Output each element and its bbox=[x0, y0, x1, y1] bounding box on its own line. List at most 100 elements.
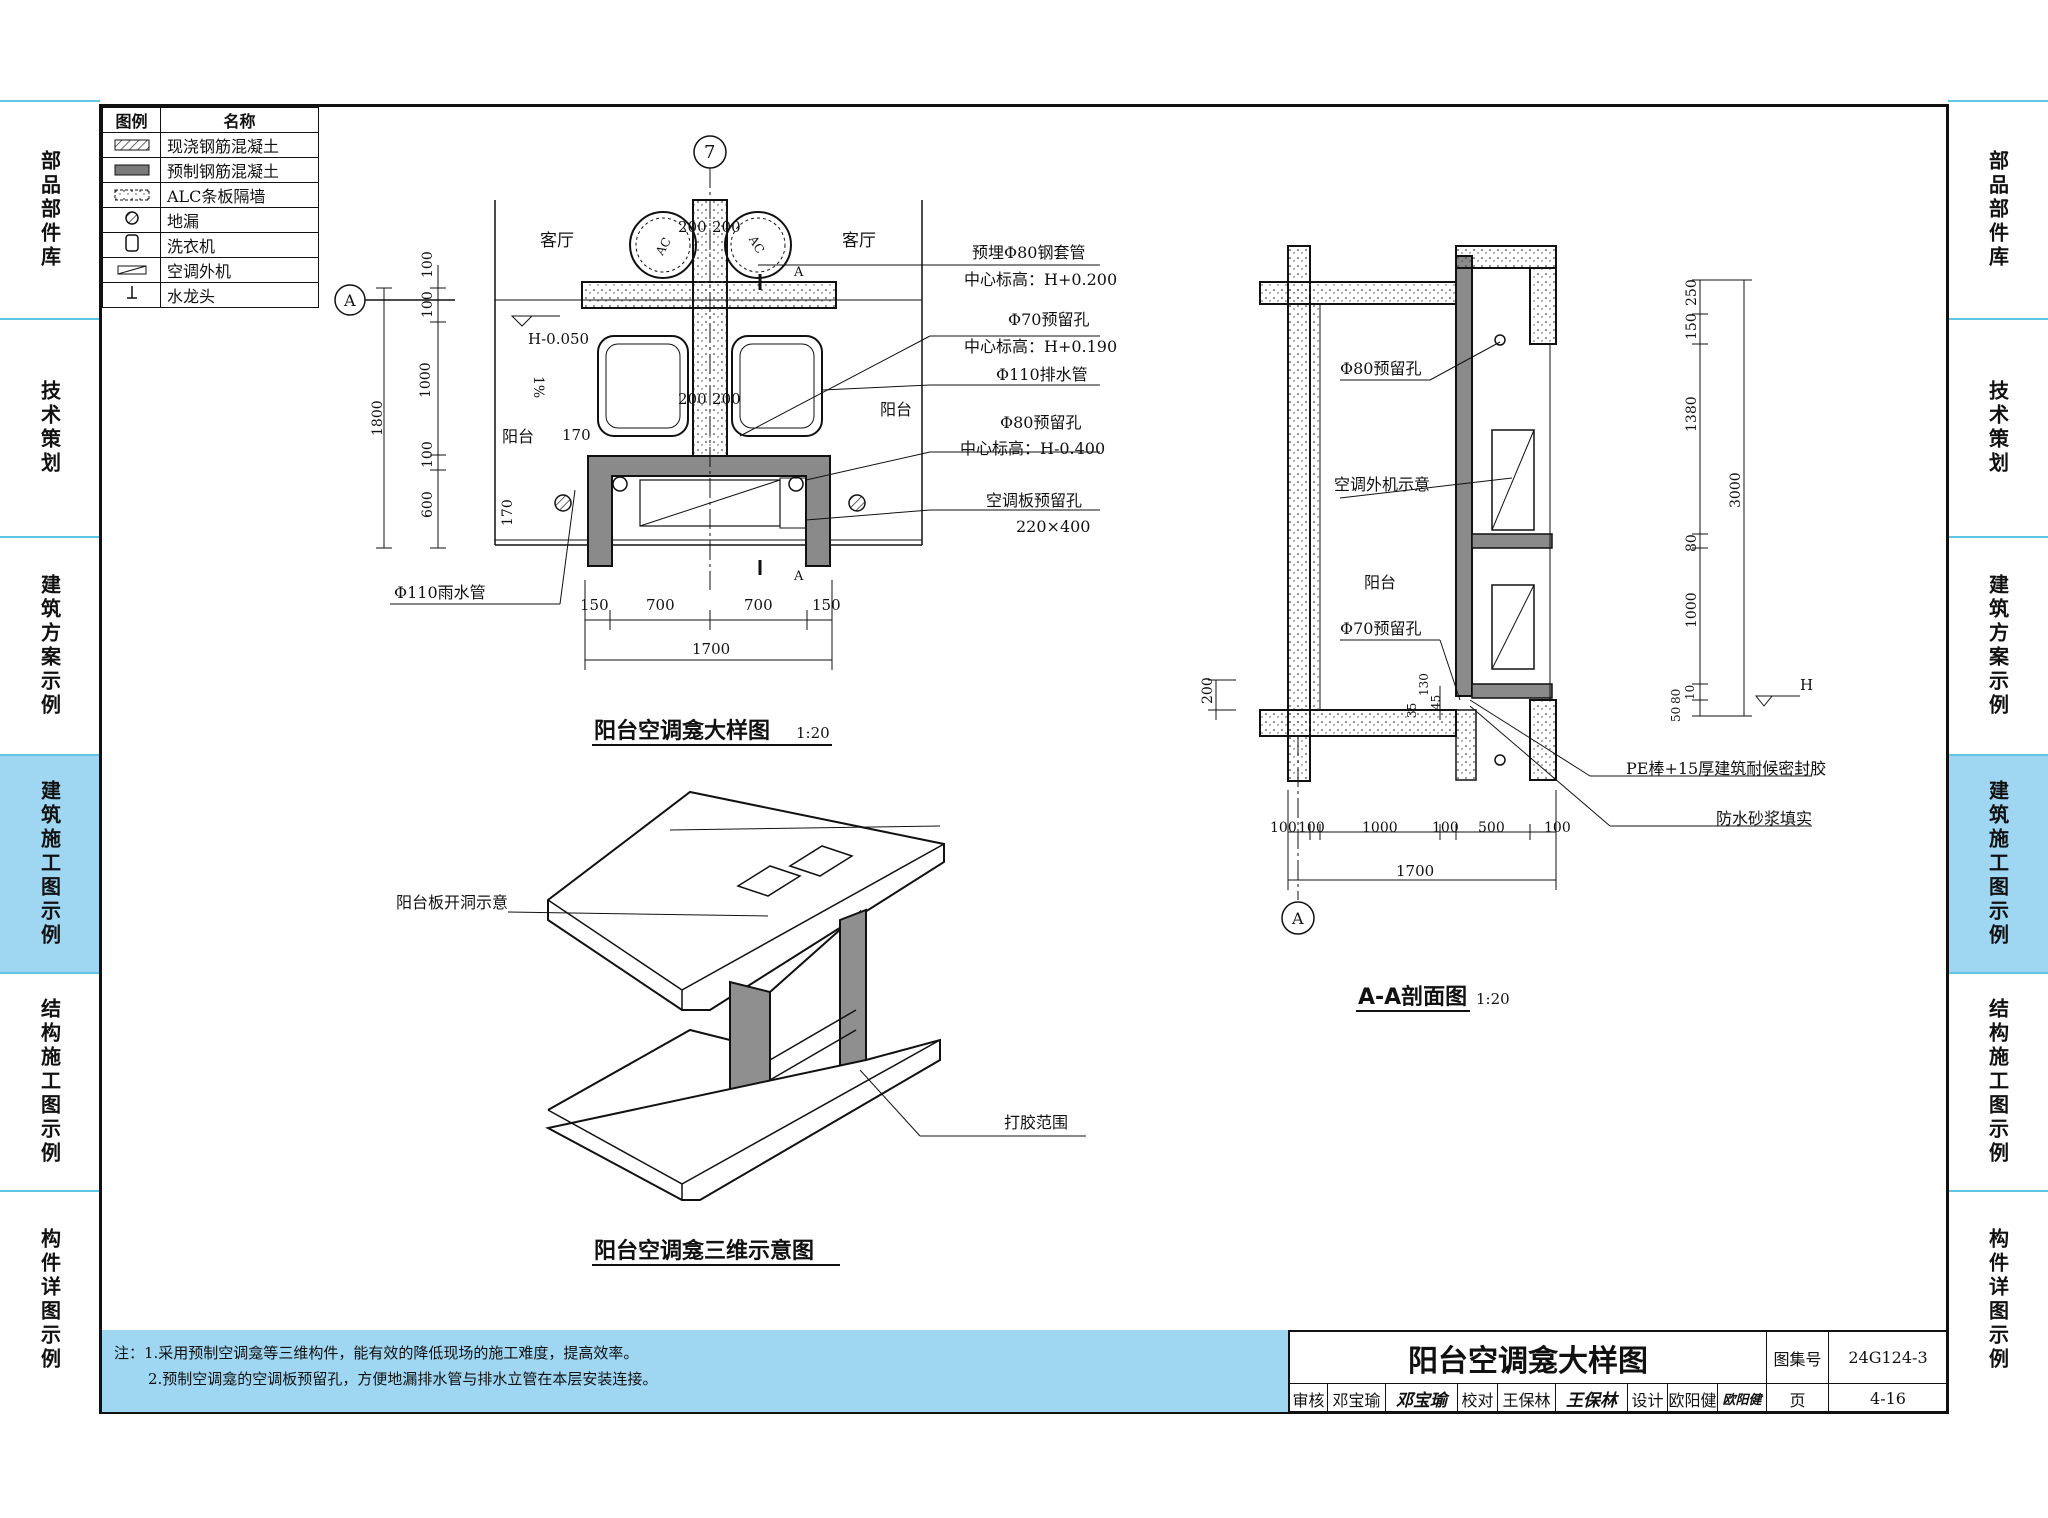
plan-balcony-left: 阳台 bbox=[502, 427, 534, 446]
plan-dim-mid-2: 200 bbox=[712, 390, 741, 408]
floor-drain-right-icon bbox=[848, 494, 866, 512]
plan-section-a-top: A bbox=[793, 265, 804, 280]
callout-3-line1: Φ110排水管 bbox=[996, 365, 1088, 384]
sidebar-tab-struct-construction-r[interactable]: 结构施工图示例 bbox=[1948, 972, 2048, 1190]
note-line-1: 注：1.采用预制空调龛等三维构件，能有效的降低现场的施工难度，提高效率。 bbox=[114, 1344, 639, 1362]
section-dim-right-3: 1380 bbox=[1684, 396, 1700, 432]
section-dim-bottom-5: 500 bbox=[1478, 820, 1505, 836]
plan-dim-left-1: 100 bbox=[420, 251, 436, 278]
section-dim-right-2: 150 bbox=[1684, 313, 1700, 340]
washing-machine-right-icon bbox=[731, 335, 823, 437]
plan-room-left: 客厅 bbox=[540, 231, 574, 251]
title-block-check-signature: 王保林 bbox=[1556, 1384, 1628, 1414]
washing-machine-icon bbox=[102, 232, 161, 258]
plan-dim-top-2: 200 bbox=[712, 218, 741, 236]
section-view: Φ80预留孔 空调外机示意 阳台 Φ70预留孔 PE棒+15厚建筑耐候密封胶 防… bbox=[1200, 245, 1826, 1012]
floor-drain-icon bbox=[102, 207, 161, 233]
plan-level-mark: H-0.050 bbox=[528, 330, 589, 348]
section-scale: 1:20 bbox=[1476, 990, 1510, 1008]
notes-panel: 注：1.采用预制空调龛等三维构件，能有效的降低现场的施工难度，提高效率。 2.预… bbox=[102, 1330, 1288, 1412]
section-label-mortar: 防水砂浆填实 bbox=[1716, 809, 1812, 828]
legend-item-label: 水龙头 bbox=[160, 282, 319, 308]
sidebar-tab-arch-scheme-r[interactable]: 建筑方案示例 bbox=[1948, 536, 2048, 754]
left-sidebar: 部品部件库 技术策划 建筑方案示例 建筑施工图示例 结构施工图示例 构件详图示例 bbox=[0, 100, 100, 1440]
plan-dim-top-1: 200 bbox=[678, 218, 707, 236]
section-title: A-A剖面图 bbox=[1358, 984, 1467, 1010]
section-dim-right-7: 80 bbox=[1669, 689, 1683, 704]
faucet-icon bbox=[102, 282, 161, 308]
legend-header-symbol: 图例 bbox=[102, 107, 161, 133]
hatch-cast-concrete-icon bbox=[102, 132, 161, 158]
title-block-design-label: 设计 bbox=[1628, 1384, 1668, 1414]
title-block-check-label: 校对 bbox=[1458, 1384, 1498, 1414]
axis-7-marker bbox=[693, 135, 727, 169]
section-dim-small-3: 45 bbox=[1429, 695, 1443, 710]
title-block-page-label: 页 bbox=[1767, 1384, 1829, 1414]
plan-dim-left-4: 100 bbox=[420, 441, 436, 468]
sidebar-tab-struct-construction[interactable]: 结构施工图示例 bbox=[0, 972, 100, 1190]
note-line-2: 2.预制空调龛的空调板预留孔，方便地漏排水管与排水立管在本层安装连接。 bbox=[148, 1370, 658, 1388]
sidebar-tab-arch-scheme[interactable]: 建筑方案示例 bbox=[0, 536, 100, 754]
sidebar-tab-parts-library-r[interactable]: 部品部件库 bbox=[1948, 100, 2048, 318]
legend-header-name: 名称 bbox=[160, 107, 319, 133]
section-dim-bottom-6: 100 bbox=[1544, 820, 1571, 836]
section-dim-right-8: 50 bbox=[1669, 707, 1683, 722]
plan-ac-left: AC bbox=[652, 235, 674, 258]
section-dim-right-5: 1000 bbox=[1684, 592, 1700, 628]
section-dim-bottom-2: 100 bbox=[1298, 820, 1325, 836]
section-dim-right-1: 250 bbox=[1684, 279, 1700, 306]
title-block-design-signature: 欧阳健 bbox=[1718, 1384, 1767, 1414]
sidebar-tab-arch-construction[interactable]: 建筑施工图示例 bbox=[0, 754, 100, 972]
ac-pipe-right-icon bbox=[724, 211, 792, 279]
title-block-review-label: 审核 bbox=[1290, 1384, 1328, 1414]
sidebar-tab-component-detail-r[interactable]: 构件详图示例 bbox=[1948, 1190, 2048, 1408]
section-dim-right-4: 80 bbox=[1684, 534, 1700, 552]
section-dim-small-2: 130 bbox=[1417, 673, 1431, 696]
ac-pipe-left-icon bbox=[629, 211, 697, 279]
title-block-page-no: 4-16 bbox=[1829, 1384, 1948, 1414]
legend-table: 图例 名称 现浇钢筋混凝土 预制钢筋混凝土 ALC条板隔墙 地漏 洗衣机 空调外… bbox=[102, 107, 319, 308]
section-dim-small-1: 35 bbox=[1405, 703, 1419, 718]
sidebar-tab-component-detail[interactable]: 构件详图示例 bbox=[0, 1190, 100, 1408]
section-dim-bottom-4: 100 bbox=[1432, 820, 1459, 836]
callout-5-line2: 220×400 bbox=[1016, 517, 1090, 536]
sidebar-tab-arch-construction-r[interactable]: 建筑施工图示例 bbox=[1948, 754, 2048, 972]
sidebar-tab-tech-planning[interactable]: 技术策划 bbox=[0, 318, 100, 536]
section-axis-a-marker bbox=[1281, 901, 1315, 935]
section-dim-right-total: 3000 bbox=[1728, 472, 1744, 508]
plan-dim-bottom-4: 150 bbox=[812, 596, 841, 614]
callout-4-line1: Φ80预留孔 bbox=[1000, 413, 1081, 432]
plan-dim-bottom-1: 150 bbox=[580, 596, 609, 614]
plan-dim-left-3: 1000 bbox=[418, 362, 434, 398]
sidebar-tab-parts-library[interactable]: 部品部件库 bbox=[0, 100, 100, 318]
plan-dim-left-total: 1800 bbox=[370, 400, 386, 436]
section-label-balcony: 阳台 bbox=[1364, 573, 1396, 592]
section-level-mark: H bbox=[1800, 676, 1813, 694]
iso-label-opening: 阳台板开洞示意 bbox=[396, 893, 508, 912]
plan-slope: 1% bbox=[530, 376, 546, 398]
legend-item-label: ALC条板隔墙 bbox=[160, 182, 319, 208]
section-dim-left: 200 bbox=[1200, 677, 1216, 704]
callout-5-line1: 空调板预留孔 bbox=[986, 491, 1082, 510]
iso-title: 阳台空调龛三维示意图 bbox=[594, 1238, 814, 1264]
legend-item-label: 预制钢筋混凝土 bbox=[160, 157, 319, 183]
plan-ac-right: AC bbox=[746, 232, 768, 255]
iso-label-glue: 打胶范围 bbox=[1004, 1113, 1068, 1132]
callout-1-line1: 预埋Φ80钢套管 bbox=[972, 243, 1085, 262]
section-label-hole80: Φ80预留孔 bbox=[1340, 359, 1421, 378]
iso-view: 阳台板开洞示意 打胶范围 阳台空调龛三维示意图 bbox=[396, 790, 1086, 1266]
title-block-atlas-label: 图集号 bbox=[1767, 1332, 1829, 1384]
drawing-frame bbox=[99, 104, 1949, 1414]
sidebar-tab-tech-planning-r[interactable]: 技术策划 bbox=[1948, 318, 2048, 536]
title-block-atlas-no: 24G124-3 bbox=[1829, 1332, 1948, 1384]
plan-title: 阳台空调龛大样图 bbox=[594, 718, 770, 744]
plan-view: 7 A 客厅 客厅 阳台 阳台 AC AC H-0.050 1% 200 200… bbox=[334, 135, 1117, 746]
legend-item-label: 空调外机 bbox=[160, 257, 319, 283]
legend-item-label: 洗衣机 bbox=[160, 232, 319, 258]
callout-1-line2: 中心标高：H+0.200 bbox=[964, 270, 1117, 289]
plan-scale: 1:20 bbox=[796, 724, 830, 742]
section-dim-bottom-1: 100 bbox=[1270, 820, 1297, 836]
plan-dim-mid-1: 200 bbox=[678, 390, 707, 408]
callout-2-line2: 中心标高：H+0.190 bbox=[964, 337, 1117, 356]
plan-dim-bottom-2: 700 bbox=[646, 596, 675, 614]
